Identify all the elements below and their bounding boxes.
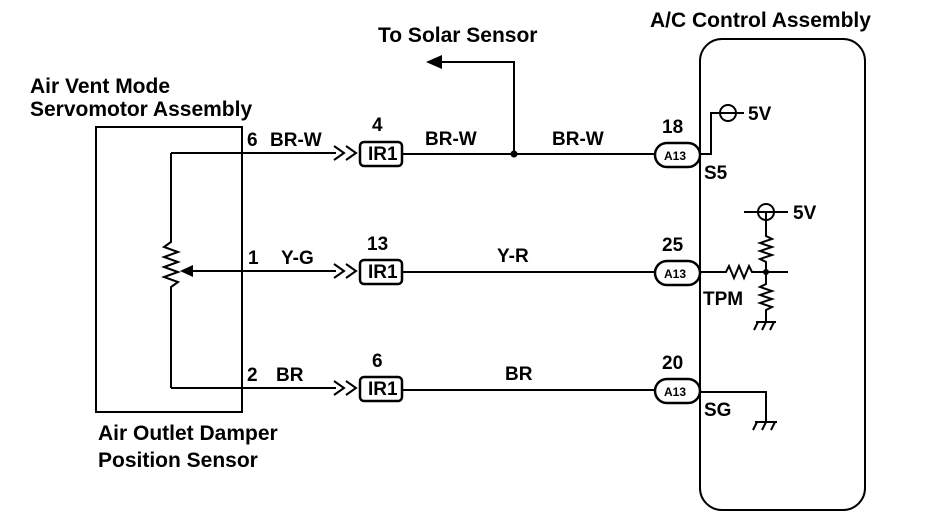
connector-arrow-icon (333, 263, 346, 279)
a13-pin: 25 (662, 235, 684, 256)
connector-arrow-icon (333, 380, 346, 396)
ir1-label: IR1 (368, 379, 398, 400)
servo-title-line2: Servomotor Assembly (30, 98, 252, 121)
motor-pin: 2 (247, 365, 258, 386)
a13-label: A13 (664, 149, 686, 163)
ac-assembly-title: A/C Control Assembly (650, 9, 871, 32)
connector-arrow-icon (345, 263, 358, 279)
motor-wire-color: BR (276, 365, 304, 386)
sensor-title-line1: Air Outlet Damper (98, 422, 278, 445)
ground-icon (753, 321, 776, 331)
a13-pin: 20 (662, 353, 683, 374)
row-br-w: IR1 6 BR-W 4 BR-W BR-W A13 18 S5 5V (240, 55, 772, 184)
ir1-label: IR1 (368, 144, 398, 165)
terminal-label: S5 (704, 163, 728, 184)
mid-wire-color: Y-R (497, 246, 529, 267)
right-wire-color: BR-W (552, 129, 604, 150)
tpm-resistor-network (700, 203, 788, 331)
supply-label: 5V (748, 104, 772, 125)
motor-pin: 6 (247, 130, 258, 151)
connector-arrow-icon (345, 145, 358, 161)
ac-control-assembly-box (699, 38, 866, 511)
row-br: IR1 2 BR 6 BR A13 20 SG (240, 351, 777, 431)
mid-wire-color: BR-W (425, 129, 477, 150)
ir1-pin: 4 (372, 115, 383, 136)
a13-pin: 18 (662, 117, 683, 138)
terminal-label: SG (704, 400, 731, 421)
connector-arrow-icon (333, 145, 346, 161)
position-sensor-potentiometer (161, 152, 240, 389)
motor-pin: 1 (248, 248, 259, 269)
arrow-left-icon (426, 55, 442, 69)
ir1-label: IR1 (368, 262, 398, 283)
supply-5v-icon (719, 104, 737, 122)
row-y-g: IR1 1 Y-G 13 Y-R A13 25 TPM 5V (240, 203, 817, 331)
solar-sensor-label: To Solar Sensor (378, 24, 537, 47)
servomotor-box (95, 126, 243, 413)
servo-title-line1: Air Vent Mode (30, 75, 170, 98)
terminal-label: TPM (703, 289, 743, 310)
supply-5v-icon (757, 203, 775, 221)
a13-label: A13 (664, 385, 686, 399)
ir1-pin: 13 (367, 234, 388, 255)
motor-wire-color: BR-W (270, 130, 322, 151)
ir1-pin: 6 (372, 351, 383, 372)
ground-icon (752, 421, 777, 431)
sensor-title-line2: Position Sensor (98, 449, 258, 472)
supply-label: 5V (793, 203, 817, 224)
a13-label: A13 (664, 267, 686, 281)
motor-wire-color: Y-G (281, 248, 314, 269)
mid-wire-color: BR (505, 364, 533, 385)
wiper-arrow-icon (180, 265, 193, 277)
connector-arrow-icon (345, 380, 358, 396)
